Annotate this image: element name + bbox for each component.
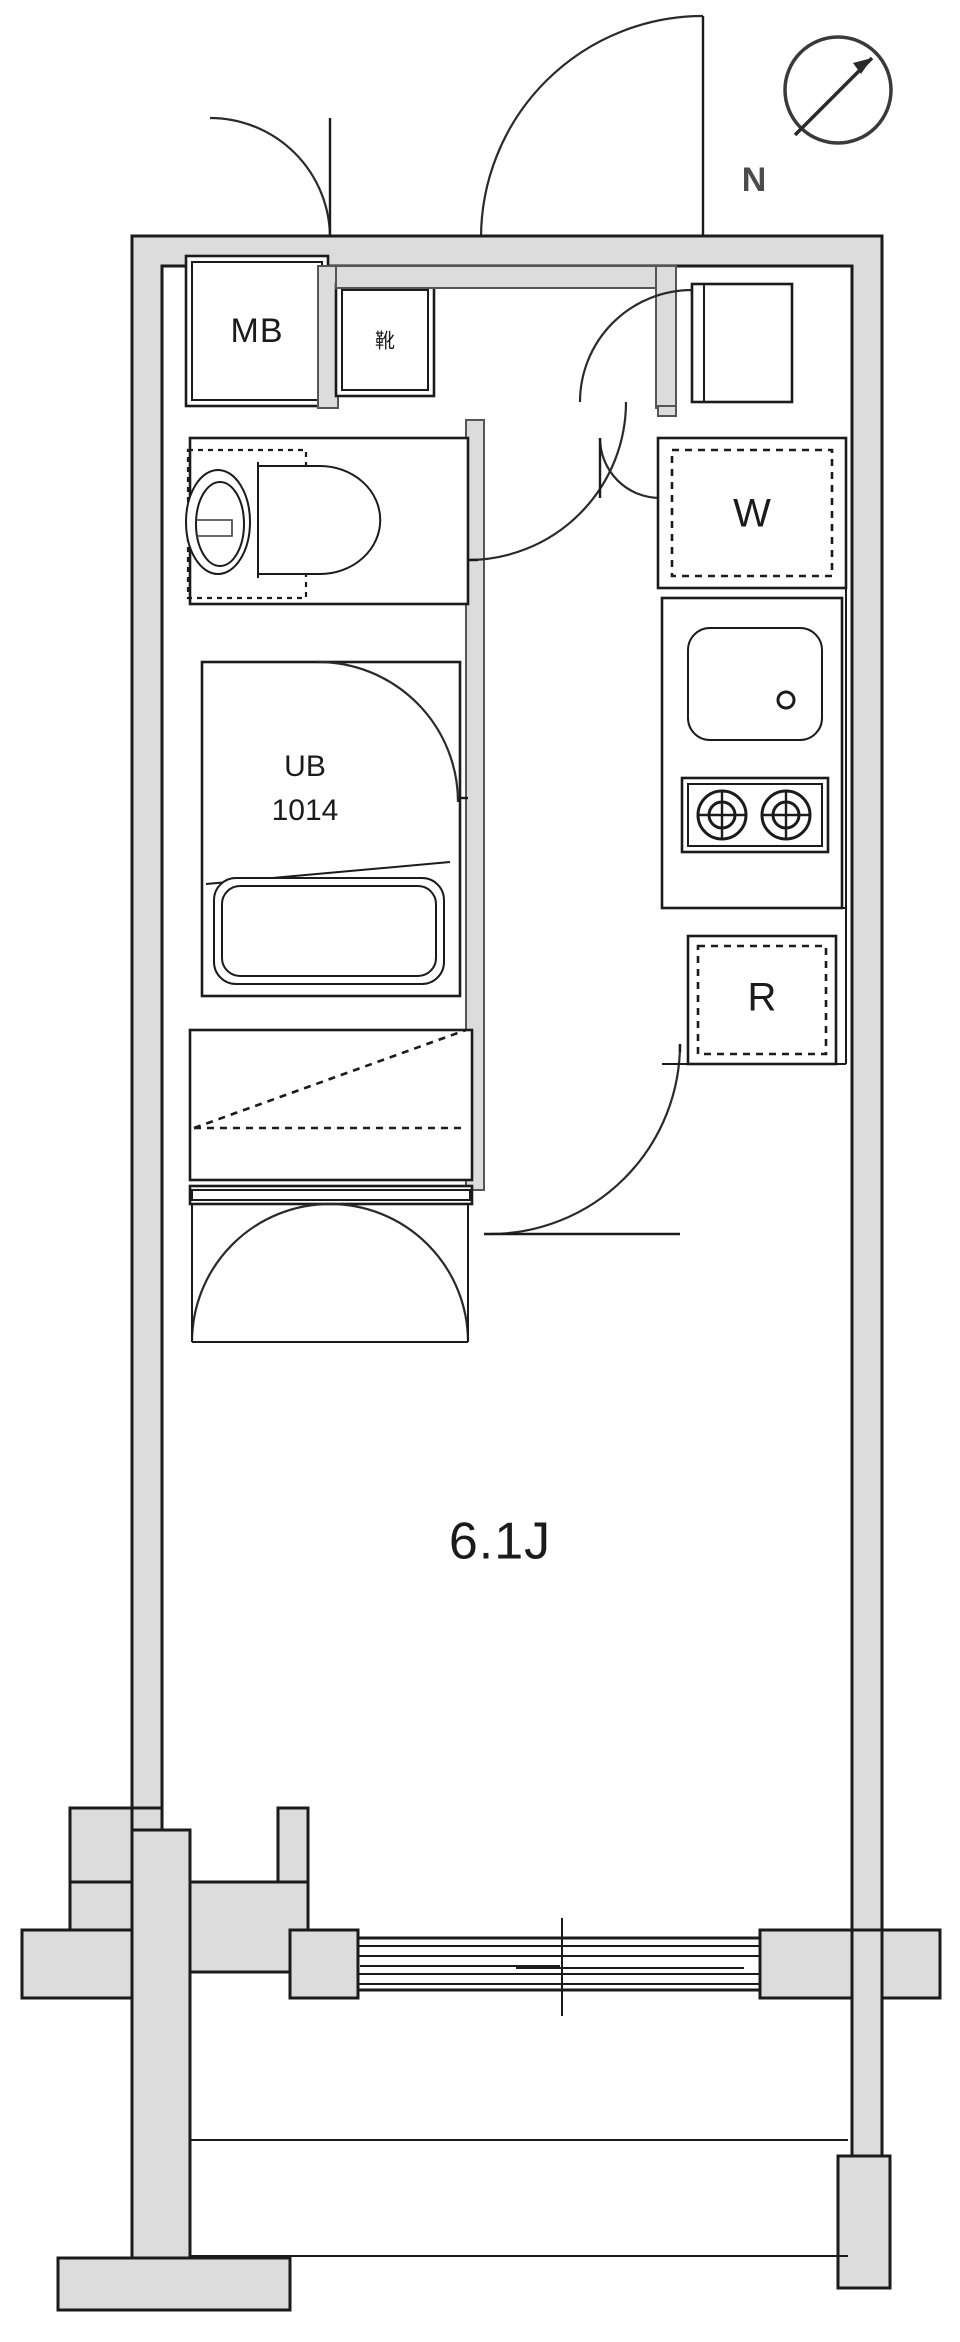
washer-label: W: [733, 492, 771, 536]
living-room-door[interactable]: [484, 1043, 682, 1236]
north-label: N: [742, 161, 767, 199]
washroom-door[interactable]: [467, 401, 628, 562]
washing-machine-space: [656, 436, 848, 590]
wash-basin-fixture: [185, 448, 308, 600]
corridor-partition: [465, 419, 485, 1191]
toilet-fixture: [257, 462, 382, 578]
kitchen-sink-fixture: [687, 627, 823, 741]
entrance-door-swing-outer: [209, 116, 332, 239]
refrigerator-space: [686, 934, 838, 1066]
gas-stove-fixture: [680, 776, 830, 854]
unit-bath-door[interactable]: [317, 660, 468, 803]
washer-outline: [656, 436, 848, 590]
refrigerator-outline: [686, 934, 838, 1066]
room-area-label: 6.1J: [449, 1513, 551, 1571]
hall-door-small[interactable]: [598, 437, 661, 500]
closet-fixture: [188, 1028, 474, 1182]
corridor-door-swing: [479, 14, 705, 239]
bathtub-fixture: [205, 861, 451, 985]
entry-cabinet: [690, 282, 794, 404]
unit-bath-label: UB: [284, 750, 326, 783]
closet-outline: [188, 1028, 474, 1182]
meter-box-label: MB: [231, 312, 284, 350]
compass-icon: [783, 35, 893, 145]
unit-bath-size: 1014: [272, 794, 339, 827]
shoe-box-label: 靴: [375, 329, 395, 352]
balcony-sliding-door[interactable]: [356, 1918, 762, 2016]
refrigerator-label: R: [748, 976, 777, 1020]
closet-doors[interactable]: [188, 1184, 474, 1343]
